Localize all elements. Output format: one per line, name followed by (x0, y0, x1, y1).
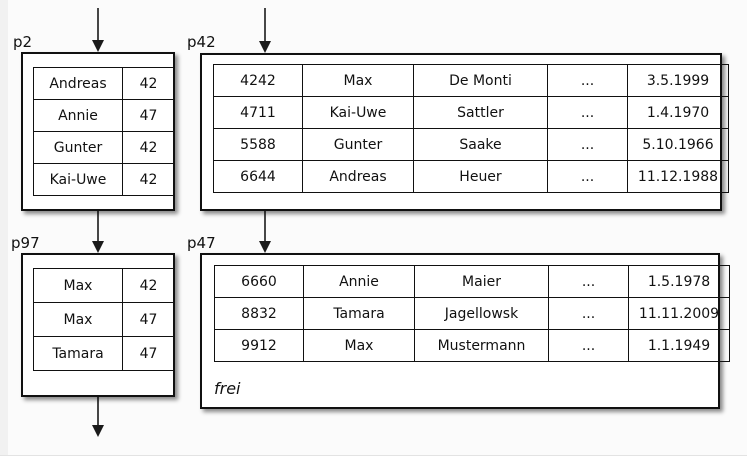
table-cell: 5588 (213, 128, 303, 161)
arrow-p2-to-p97 (92, 211, 104, 253)
table-cell: Kai-Uwe (302, 96, 414, 129)
table-cell: 4711 (213, 96, 303, 129)
table-cell: ... (547, 128, 628, 161)
table-cell: Sattler (413, 96, 548, 129)
table-cell: 42 (122, 67, 175, 100)
page-label-p2: p2 (13, 33, 33, 51)
table-cell: 47 (122, 336, 175, 371)
table-cell: ... (548, 329, 629, 362)
table-cell: 4242 (213, 64, 303, 97)
table-cell: ... (548, 297, 629, 330)
table-cell: Max (33, 268, 123, 303)
table-cell: Mustermann (414, 329, 549, 362)
table-cell: Gunter (302, 128, 414, 161)
table-cell: Gunter (33, 131, 123, 164)
table-cell: 42 (122, 131, 175, 164)
table-cell: 42 (122, 163, 175, 196)
table-cell: 47 (122, 99, 175, 132)
table-cell: 8832 (214, 297, 304, 330)
table-cell: ... (547, 96, 628, 129)
page-label-p42: p42 (187, 33, 216, 51)
table-cell: Andreas (302, 160, 414, 193)
table-cell: ... (547, 64, 628, 97)
table-cell: 11.12.1988 (627, 160, 729, 193)
table-cell: Annie (33, 99, 123, 132)
table-cell: 3.5.1999 (627, 64, 729, 97)
page-label-p47: p47 (187, 234, 216, 252)
table-cell: 42 (122, 268, 175, 303)
table-cell: De Monti (413, 64, 548, 97)
table-cell: Jagellowsk (414, 297, 549, 330)
table-cell: Heuer (413, 160, 548, 193)
table-cell: Andreas (33, 67, 123, 100)
table-cell: 47 (122, 302, 175, 337)
table-cell: 1.5.1978 (628, 265, 730, 298)
table-cell: Annie (303, 265, 415, 298)
table-cell: 11.11.2009 (628, 297, 730, 330)
table-cell: Max (302, 64, 414, 97)
table-cell: Max (33, 302, 123, 337)
table-cell: Tamara (303, 297, 415, 330)
arrow-p42-to-p47 (259, 211, 271, 253)
table-cell: Tamara (33, 336, 123, 371)
arrow-out-of-p97 (92, 397, 104, 437)
table-cell: ... (547, 160, 628, 193)
table-cell: 6660 (214, 265, 304, 298)
slide-bottom-margin (0, 456, 747, 460)
left-edge-strip (0, 0, 8, 455)
page-label-p97: p97 (11, 234, 40, 252)
slide-bottom-edge (0, 455, 747, 456)
arrow-into-p2 (92, 8, 104, 52)
table-cell: Saake (413, 128, 548, 161)
table-cell: 1.1.1949 (628, 329, 730, 362)
table-cell: ... (548, 265, 629, 298)
table-cell: 5.10.1966 (627, 128, 729, 161)
table-cell: Max (303, 329, 415, 362)
table-cell: 9912 (214, 329, 304, 362)
table-cell: 1.4.1970 (627, 96, 729, 129)
table-cell: Kai-Uwe (33, 163, 123, 196)
table-cell: Maier (414, 265, 549, 298)
table-cell: 6644 (213, 160, 303, 193)
arrow-into-p42 (259, 8, 271, 53)
free-space-label: frei (214, 379, 241, 398)
